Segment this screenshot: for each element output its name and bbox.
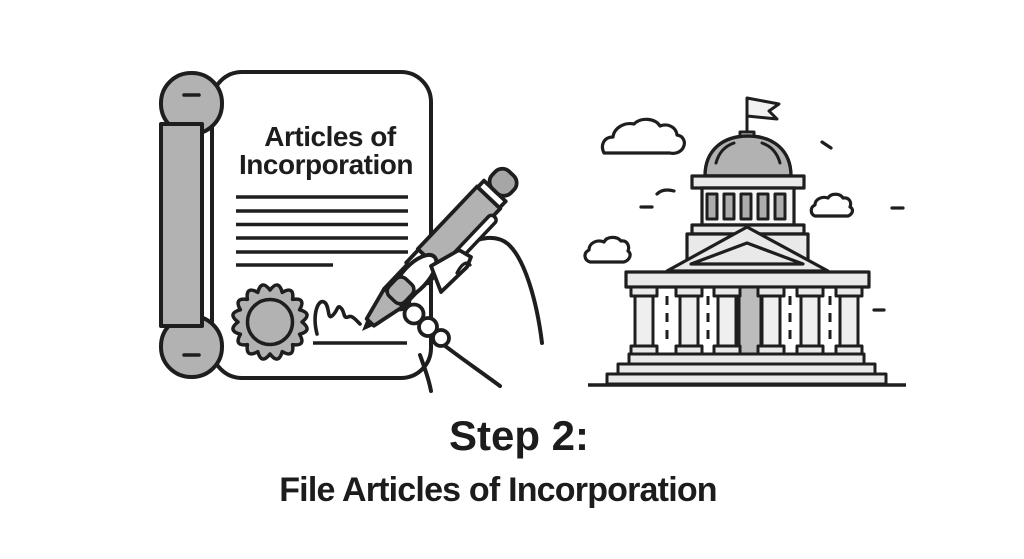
- step-label: Step 2:: [448, 412, 590, 459]
- drum: [690, 174, 806, 236]
- ruled-lines: [236, 195, 408, 267]
- wall-dashes: [665, 296, 832, 346]
- column-icon: [834, 285, 864, 356]
- column-icon: [629, 285, 659, 356]
- column-icon: [756, 285, 786, 356]
- document-title-line1: Articles of: [264, 121, 397, 152]
- drum-windows: [705, 192, 787, 221]
- cloud-icon: [809, 192, 855, 218]
- entablature: [624, 270, 871, 289]
- cloud-icon: [583, 235, 632, 264]
- speck-marks: [639, 140, 905, 312]
- document-title: Articles of Incorporation: [239, 121, 413, 180]
- column-icon: [712, 285, 742, 356]
- column-icon: [795, 285, 825, 356]
- rosette-seal-icon: [231, 283, 309, 361]
- document-signing-illustration: Articles of Incorporation: [159, 70, 544, 393]
- column-icon: [674, 285, 704, 356]
- pen-cap: [487, 166, 519, 198]
- hand-holding-pen-icon: [362, 166, 544, 393]
- signature-squiggle-icon: [313, 299, 362, 336]
- dome-icon: [703, 134, 793, 178]
- pen-grip-visible: [385, 275, 416, 306]
- step-title: File Articles of Incorporation: [279, 471, 717, 509]
- cloud-icon: [600, 117, 686, 155]
- scroll-curl-icon: [159, 71, 224, 379]
- document-title-line2: Incorporation: [239, 149, 413, 180]
- pinky-line: [418, 353, 433, 393]
- government-building-illustration: [583, 96, 906, 387]
- steps-icon: [605, 352, 888, 386]
